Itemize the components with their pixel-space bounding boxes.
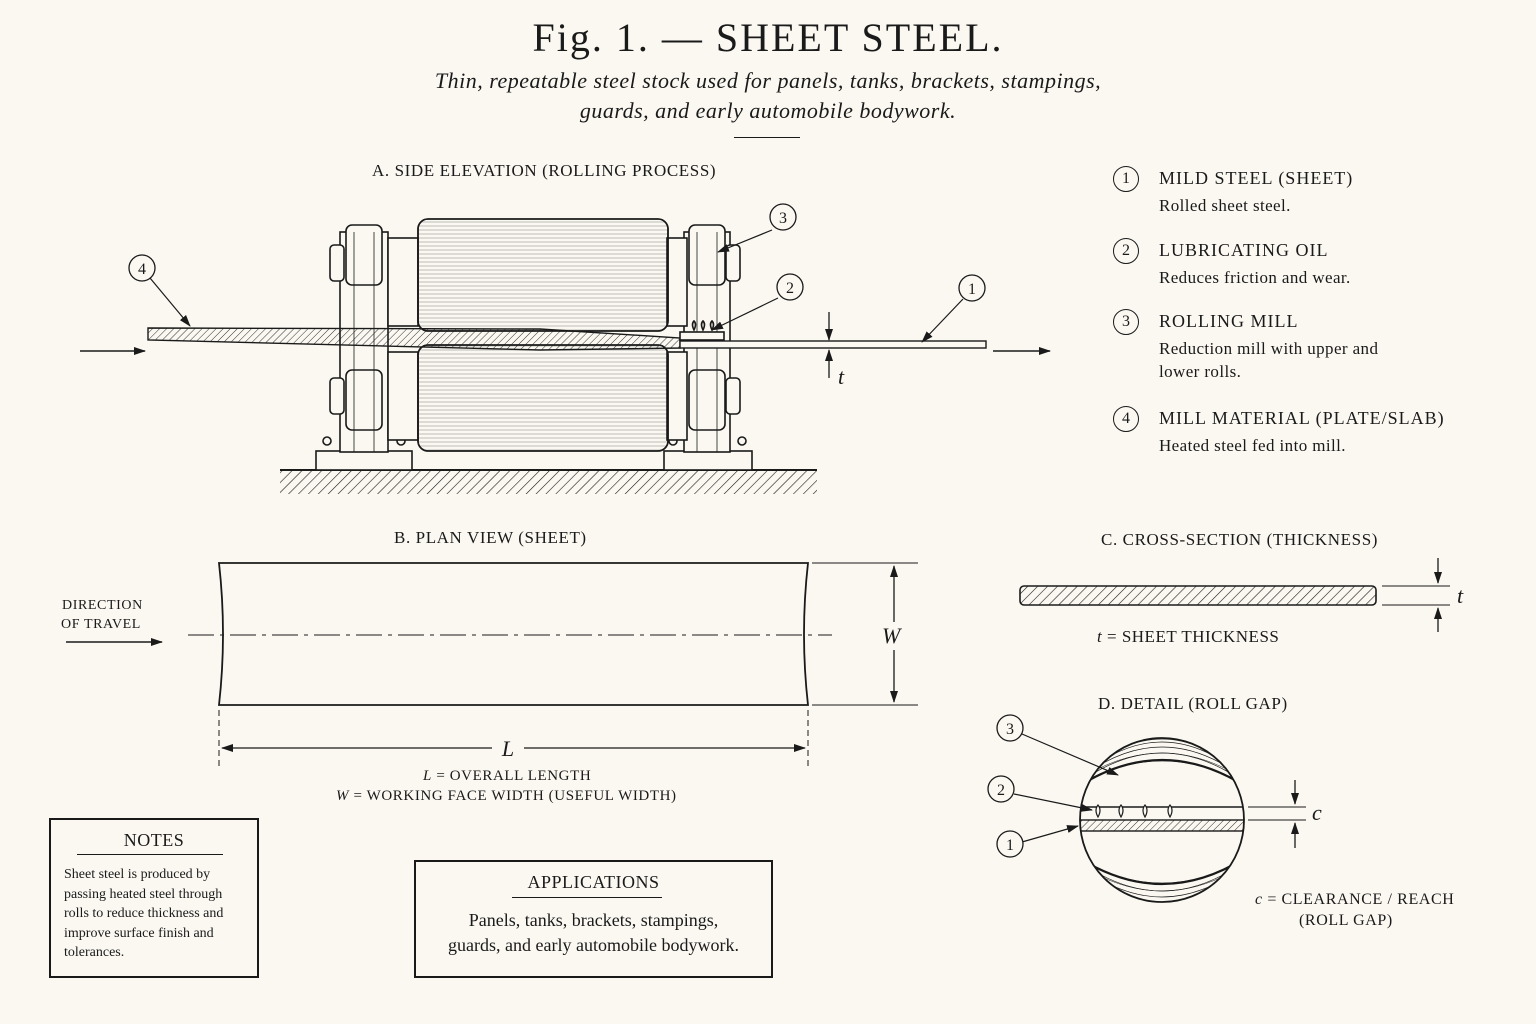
section-d-title: D. DETAIL (ROLL GAP) <box>1098 694 1288 713</box>
callout-number: 4 <box>138 261 146 278</box>
caption-length: L = OVERALL LENGTH <box>423 768 591 785</box>
rolling-mill-elevation <box>147 218 987 494</box>
caption-thickness: t = SHEET THICKNESS <box>1097 627 1279 647</box>
caption-length-symbol: L <box>423 768 432 784</box>
callout-number: 1 <box>1006 837 1014 854</box>
width-dim-label: W <box>882 623 902 648</box>
caption-clearance-line2: (ROLL GAP) <box>1299 912 1393 929</box>
legend-item-2: 2 LUBRICATING OIL Reduces friction and w… <box>1113 238 1473 298</box>
notes-box: NOTES Sheet steel is produced by passing… <box>49 818 259 978</box>
section-b-title: B. PLAN VIEW (SHEET) <box>394 528 587 547</box>
legend-item-4: 4 MILL MATERIAL (PLATE/SLAB) Heated stee… <box>1113 406 1473 466</box>
applications-line1: Panels, tanks, brackets, stampings, <box>468 910 719 930</box>
caption-clearance: c = CLEARANCE / REACH <box>1255 891 1454 909</box>
outgoing-sheet <box>679 340 987 349</box>
thickness-label-c: t <box>1457 583 1464 608</box>
applications-box: APPLICATIONS Panels, tanks, brackets, st… <box>414 860 773 978</box>
upper-roll <box>387 218 688 332</box>
legend-number: 4 <box>1113 406 1139 432</box>
caption-width: W = WORKING FACE WIDTH (USEFUL WIDTH) <box>336 788 677 805</box>
callout-3-a: 3 <box>769 203 797 231</box>
callout-2-d: 2 <box>987 775 1015 803</box>
callout-number: 2 <box>997 782 1005 799</box>
direction-label-line2: OF TRAVEL <box>61 617 141 632</box>
legend-item-3: 3 ROLLING MILL Reduction mill with upper… <box>1113 309 1473 389</box>
caption-width-symbol: W <box>336 788 350 804</box>
callout-1-d: 1 <box>996 830 1024 858</box>
callout-leaders-d <box>1013 733 1119 843</box>
section-c-title: C. CROSS-SECTION (THICKNESS) <box>1101 530 1379 549</box>
caption-width-text: = WORKING FACE WIDTH (USEFUL WIDTH) <box>353 788 677 804</box>
legend-name: ROLLING MILL <box>1159 311 1299 331</box>
caption-clearance-symbol: c <box>1255 891 1263 908</box>
legend-desc: Heated steel fed into mill. <box>1159 436 1346 455</box>
clearance-dimension <box>1248 780 1306 848</box>
direction-label-line1: DIRECTION <box>62 598 143 613</box>
callout-2-a: 2 <box>776 273 804 301</box>
callout-3-d: 3 <box>996 714 1024 742</box>
section-a-title: A. SIDE ELEVATION (ROLLING PROCESS) <box>372 161 717 180</box>
caption-clearance-text: = CLEARANCE / REACH <box>1267 891 1455 908</box>
figure-subtitle-line1: Thin, repeatable steel stock used for pa… <box>434 68 1102 93</box>
applications-line2: guards, and early automobile bodywork. <box>448 935 739 955</box>
applications-rule <box>512 897 662 898</box>
figure-title: Fig. 1. — SHEET STEEL. <box>532 15 1004 60</box>
title-rule <box>734 137 800 138</box>
callout-1-a: 1 <box>958 274 986 302</box>
plan-view-sheet <box>188 562 918 766</box>
clearance-dim-label: c <box>1312 800 1322 825</box>
thickness-label-a: t <box>838 364 845 389</box>
callout-leaders-a <box>149 229 964 343</box>
lower-roll <box>387 344 688 452</box>
length-dim-label: L <box>501 736 514 761</box>
applications-title: APPLICATIONS <box>527 872 660 892</box>
legend-desc: Reduction mill with upper and lower roll… <box>1159 339 1379 381</box>
notes-title: NOTES <box>123 830 185 850</box>
legend-name: LUBRICATING OIL <box>1159 240 1329 260</box>
callout-number: 3 <box>1006 721 1014 738</box>
callout-number: 3 <box>779 210 787 227</box>
legend-number: 1 <box>1113 166 1139 192</box>
callout-4-a: 4 <box>128 254 156 282</box>
ground-hatch <box>280 470 817 494</box>
cross-section-sheet <box>1019 558 1450 632</box>
legend-name: MILD STEEL (SHEET) <box>1159 168 1354 188</box>
applications-text: Panels, tanks, brackets, stampings, guar… <box>416 908 771 958</box>
roll-gap-detail <box>1079 737 1245 903</box>
notes-text: Sheet steel is produced by passing heate… <box>64 867 224 960</box>
callout-number: 1 <box>968 281 976 298</box>
caption-thickness-text: = SHEET THICKNESS <box>1106 627 1280 646</box>
notes-rule <box>77 854 223 855</box>
legend-desc: Rolled sheet steel. <box>1159 196 1291 215</box>
caption-thickness-symbol: t <box>1097 627 1103 646</box>
legend-name: MILL MATERIAL (PLATE/SLAB) <box>1159 408 1445 428</box>
legend-number: 3 <box>1113 309 1139 335</box>
callout-number: 2 <box>786 280 794 297</box>
legend-number: 2 <box>1113 238 1139 264</box>
legend-item-1: 1 MILD STEEL (SHEET) Rolled sheet steel. <box>1113 166 1473 226</box>
figure-subtitle-line2: guards, and early automobile bodywork. <box>579 98 957 123</box>
legend-desc: Reduces friction and wear. <box>1159 268 1351 287</box>
caption-length-text: = OVERALL LENGTH <box>436 768 592 784</box>
